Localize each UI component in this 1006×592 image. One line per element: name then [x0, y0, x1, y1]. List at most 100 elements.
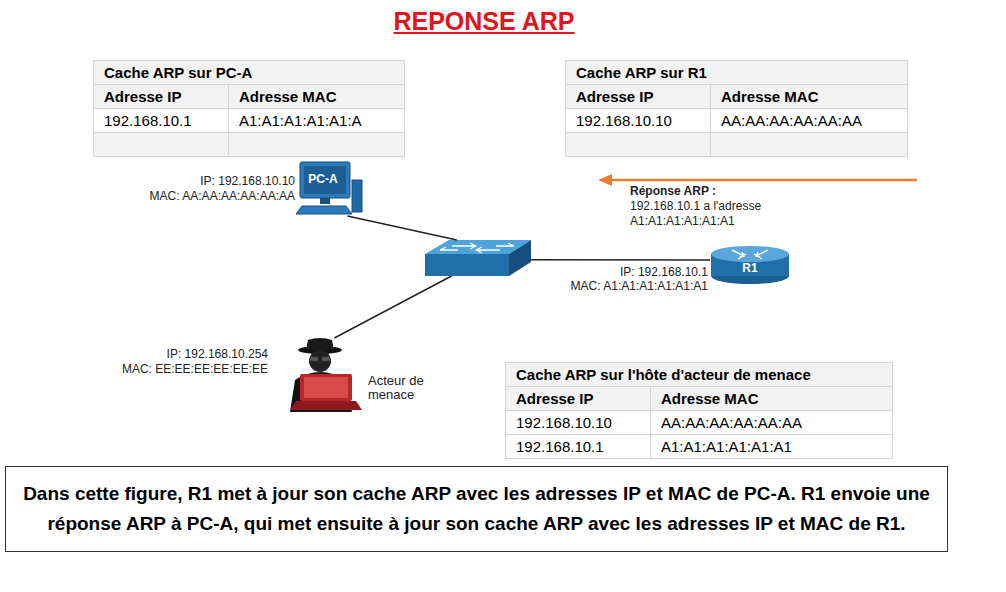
icon-part	[309, 350, 331, 372]
table-cell-text: 192.168.10.10	[516, 414, 640, 431]
icon-part	[296, 206, 352, 214]
icon-part	[300, 374, 352, 401]
table-title: Cache ARP sur l'hôte d'acteur de menace	[516, 366, 882, 383]
table-title: Cache ARP sur R1	[576, 64, 897, 81]
icon-part	[610, 179, 917, 182]
label-group: R1	[710, 261, 790, 275]
pc-icon	[296, 162, 362, 214]
icon-part	[306, 338, 334, 350]
column-header: Adresse IP	[104, 88, 218, 105]
icon-part	[440, 243, 514, 253]
arrow-label: 192.168.10.1 a l'adresse A1:A1:A1:A1:A1:…	[630, 199, 800, 229]
table-cell: 192.168.10.1	[506, 435, 651, 458]
table-cell: Adresse MAC	[229, 85, 404, 108]
table-cell: AA:AA:AA:AA:AA:AA	[651, 411, 892, 434]
table-cell: Adresse MAC	[711, 85, 907, 108]
table-cell	[566, 133, 711, 156]
router-icon	[711, 246, 789, 284]
table-row: Adresse IP Adresse MAC	[506, 387, 892, 411]
device-name: PC-A	[302, 172, 344, 186]
network-device: R1IP: 192.168.10.1MAC: A1:A1:A1:A1:A1:A1	[710, 246, 790, 284]
table-cell: Adresse MAC	[651, 387, 892, 410]
device-label: IP: 192.168.10.10	[150, 174, 295, 189]
icon-part	[352, 180, 362, 212]
network-link	[348, 216, 457, 240]
table-row: 192.168.10.10 AA:AA:AA:AA:AA:AA	[506, 411, 892, 435]
table-cell-text: 192.168.10.10	[576, 112, 700, 129]
diagram-title: REPONSE ARP	[0, 6, 968, 36]
icon-part	[334, 276, 451, 338]
icon-part	[322, 357, 330, 361]
table-cell: AA:AA:AA:AA:AA:AA	[711, 109, 907, 132]
icon-part	[531, 259, 710, 261]
device-label: MAC: EE:EE:EE:EE:EE:EE	[122, 362, 268, 377]
arp-cache-table: Cache ARP sur l'hôte d'acteur de menaceA…	[505, 362, 893, 459]
icon-part	[310, 357, 318, 361]
network-device: PC-AIP: 192.168.10.10MAC: AA:AA:AA:AA:AA…	[298, 160, 364, 216]
table-title-cell: Cache ARP sur PC-A	[94, 61, 404, 84]
icon-part	[348, 216, 457, 240]
device-label: Acteur de menace	[368, 374, 448, 402]
table-cell: 192.168.10.10	[506, 411, 651, 434]
table-title-row: Cache ARP sur l'hôte d'acteur de menace	[506, 363, 892, 387]
arp-cache-table: Cache ARP sur R1Adresse IPAdresse MAC192…	[565, 60, 908, 157]
label-group: IP: 192.168.10.254MAC: EE:EE:EE:EE:EE:EE	[122, 347, 268, 377]
table-cell-text: A1:A1:A1:A1:A1:A1	[661, 438, 882, 455]
table-title-cell: Cache ARP sur l'hôte d'acteur de menace	[506, 363, 892, 386]
icon-part	[732, 250, 768, 259]
network-device: IP: 192.168.10.254MAC: EE:EE:EE:EE:EE:EE…	[270, 338, 362, 412]
device-label: IP: 192.168.10.254	[122, 347, 268, 362]
column-header: Adresse IP	[576, 88, 700, 105]
column-header: Adresse MAC	[661, 390, 882, 407]
table-cell: Adresse IP	[506, 387, 651, 410]
table-cell-text: A1:A1:A1:A1:A1:A	[239, 112, 394, 129]
arrow-label: Réponse ARP :	[630, 184, 800, 199]
table-cell	[711, 133, 907, 156]
caption: Dans cette figure, R1 met à jour son cac…	[5, 466, 948, 552]
network-link	[531, 259, 710, 260]
device-name: R1	[710, 261, 790, 275]
table-cell: 192.168.10.1	[94, 109, 229, 132]
column-header: Adresse IP	[516, 390, 640, 407]
icon-part	[320, 198, 330, 204]
table-cell	[94, 133, 229, 156]
device-label: MAC: A1:A1:A1:A1:A1:A1	[571, 279, 708, 293]
table-cell: A1:A1:A1:A1:A1:A1	[651, 435, 892, 458]
label-group: IP: 192.168.10.10MAC: AA:AA:AA:AA:AA:AA	[150, 174, 295, 204]
table-cell: Adresse IP	[94, 85, 229, 108]
table-cell	[229, 133, 404, 156]
icon-part	[300, 162, 350, 198]
table-cell-text: 192.168.10.1	[104, 112, 218, 129]
label-group: Acteur de menace	[368, 374, 448, 402]
label-group: PC-A	[302, 172, 344, 186]
table-cell: A1:A1:A1:A1:A1:A	[229, 109, 404, 132]
icon-part	[598, 174, 612, 186]
table-cell-text: AA:AA:AA:AA:AA:AA	[661, 414, 882, 431]
table-title-row: Cache ARP sur PC-A	[94, 61, 404, 85]
table-row: Adresse IP Adresse MAC	[566, 85, 907, 109]
switch-icon	[425, 240, 531, 276]
table-cell: Adresse IP	[566, 85, 711, 108]
device-label: IP: 192.168.10.1	[571, 265, 708, 279]
threat-actor-icon	[290, 338, 362, 412]
table-title-cell: Cache ARP sur R1	[566, 61, 907, 84]
table-title: Cache ARP sur PC-A	[104, 64, 394, 81]
icon-part	[304, 377, 348, 398]
table-title-row: Cache ARP sur R1	[566, 61, 907, 85]
icon-part	[425, 254, 509, 276]
label-group: IP: 192.168.10.1MAC: A1:A1:A1:A1:A1:A1	[571, 265, 708, 293]
device-label: MAC: AA:AA:AA:AA:AA:AA	[150, 189, 295, 204]
table-row: 192.168.10.1 A1:A1:A1:A1:A1:A1	[506, 435, 892, 458]
table-cell-text: 192.168.10.1	[516, 438, 640, 455]
table-row: Adresse IP Adresse MAC	[94, 85, 404, 109]
table-row	[566, 133, 907, 156]
table-cell-text: AA:AA:AA:AA:AA:AA	[721, 112, 897, 129]
network-link	[334, 276, 451, 338]
column-header: Adresse MAC	[239, 88, 394, 105]
icon-part	[711, 246, 789, 262]
arp-cache-table: Cache ARP sur PC-A Adresse IP Adresse MAC 1…	[93, 60, 405, 157]
table-row: 192.168.10.10 AA:AA:AA:AA:AA:AA	[566, 109, 907, 133]
table-row	[94, 133, 404, 156]
callout-group: Réponse ARP :192.168.10.1 a l'adresse A1…	[630, 184, 800, 229]
network-device	[425, 240, 531, 276]
